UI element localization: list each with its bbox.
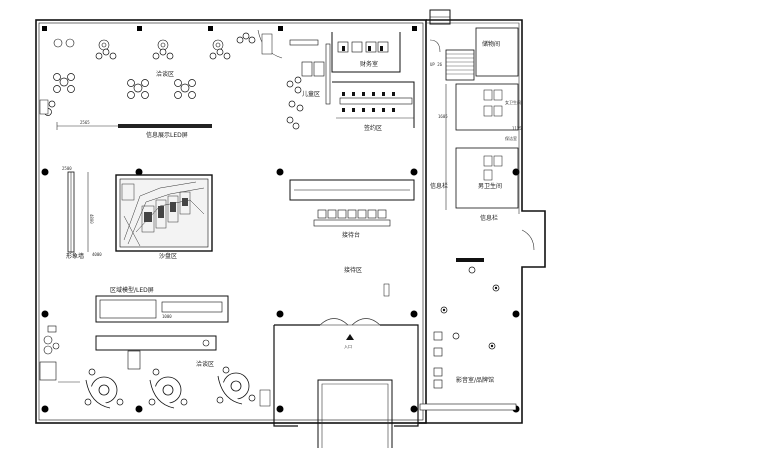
signing-area: 签约区 [332, 81, 415, 132]
info-led-wall: 2565 信息展示LED屏 [56, 120, 212, 139]
reception-label: 接待台 [342, 231, 360, 239]
misc-fixtures [39, 99, 390, 407]
dim-led: 4000 [92, 252, 102, 257]
negotiation-area-top-label: 洽谈区 [156, 70, 174, 78]
av-brand-hall-label: 影音室/品牌馆 [456, 376, 494, 384]
signing-area-label: 签约区 [364, 124, 382, 132]
dim-sand-w: 2500 [62, 166, 72, 171]
dim-corr2: 1125 [512, 126, 522, 131]
female-wc-label: 女卫生间 [505, 99, 521, 105]
dim-model: 1000 [162, 314, 172, 319]
negotiation-area-top-furniture: 洽谈区 [44, 32, 256, 116]
cleaning-room-label: 保洁室 [505, 135, 517, 141]
regional-model-label: 区域模型/LED屏 [110, 286, 154, 294]
entrance-vestibule: 入口 [273, 318, 419, 448]
male-wc-label: 男卫生间 [478, 182, 502, 190]
info-bar2-label: 信息栏 [480, 214, 498, 222]
kids-area: 儿童区 [257, 29, 331, 130]
structural-columns [41, 26, 520, 413]
kids-area-label: 儿童区 [302, 90, 320, 98]
negotiation-area-bottom-label: 洽谈区 [196, 360, 214, 368]
table-set [44, 32, 256, 116]
info-bar-label: 信息栏 [430, 182, 448, 190]
sand-table-label: 沙盘区 [159, 252, 177, 260]
left-display-panel: 2500 4800 形象墙 4000 [62, 166, 102, 260]
dim-sand-h: 4800 [89, 214, 94, 224]
brand-wall-label: 形象墙 [66, 252, 84, 260]
finance-room: 财务室 [331, 32, 401, 73]
outer-walls [35, 9, 546, 424]
sales-area-label: 接待区 [344, 266, 362, 274]
negotiation-area-bottom-furniture: 洽谈区 [39, 325, 256, 409]
av-brand-hall: 影音室/品牌馆 [419, 258, 517, 411]
finance-room-label: 财务室 [360, 60, 378, 68]
entrance-label: 入口 [344, 344, 352, 349]
dim-top-left: 2565 [80, 120, 90, 125]
reception-desk: 接待台 [289, 179, 415, 239]
sand-table-area: 沙盘区 [115, 174, 213, 260]
info-led-label: 信息展示LED屏 [146, 131, 188, 139]
regional-model-area: 区域模型/LED屏 1000 [95, 286, 229, 370]
dim-corr1: 1605 [438, 114, 448, 119]
service-core: UP 26 储物间 女卫生间 保洁室 男卫生间 信息栏 信息栏 1605 112… [429, 27, 535, 251]
stair-up-label: UP 26 [430, 62, 443, 67]
storage-room-label: 储物间 [482, 40, 500, 48]
